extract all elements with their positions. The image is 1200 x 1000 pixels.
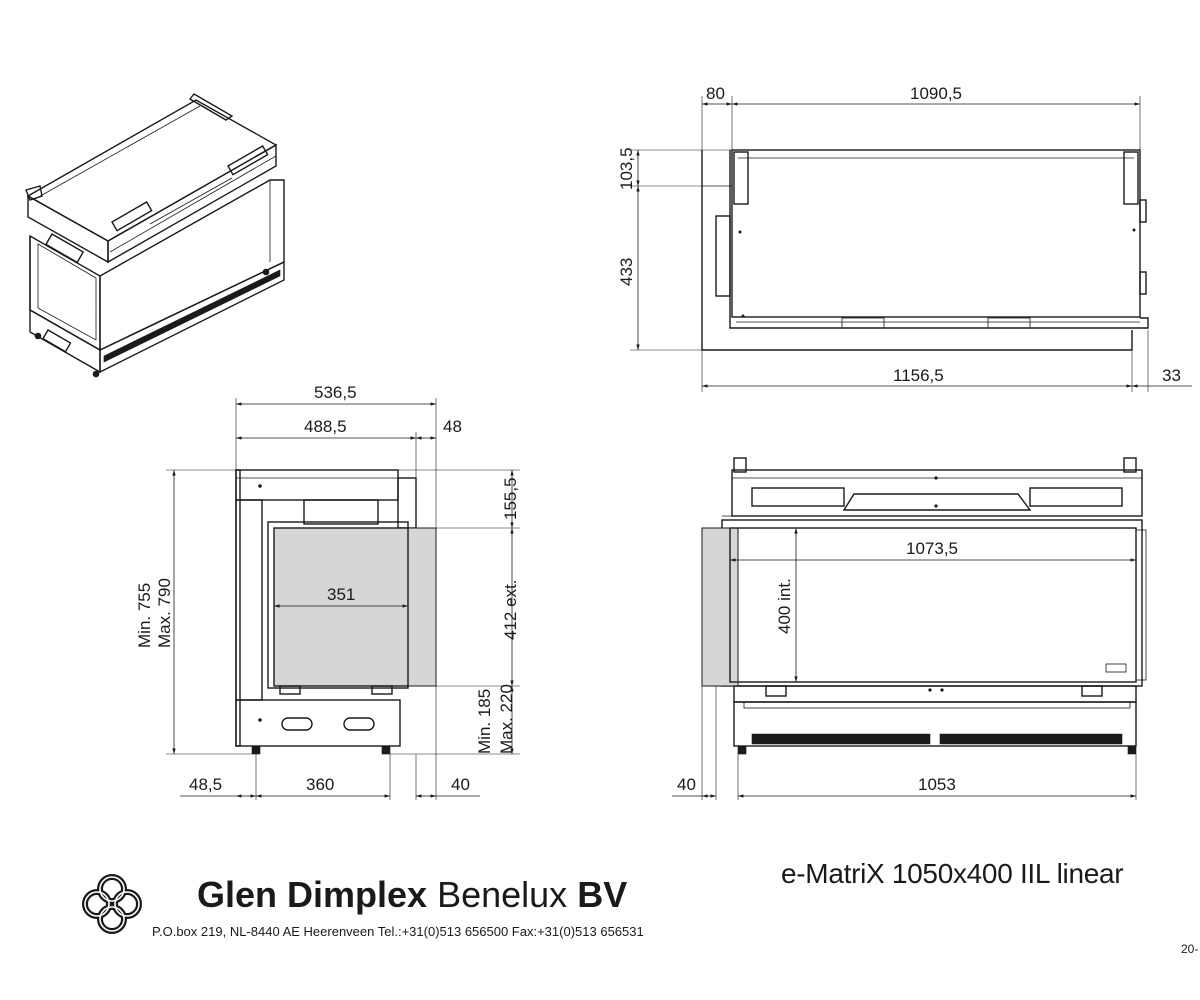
dim-side-opening-width: 351 xyxy=(327,585,355,604)
dim-side-depth: 488,5 xyxy=(304,417,347,436)
dim-front-left-offset: 40 xyxy=(677,775,696,794)
dim-side-front-foot-offset: 40 xyxy=(451,775,470,794)
front-view: 1073,5 400 int. 40 1053 xyxy=(672,457,1147,800)
dim-side-opening-ext: 412 ext. xyxy=(501,580,520,641)
dim-side-total-depth: 536,5 xyxy=(314,383,357,402)
document-number: 20- xyxy=(1181,942,1199,956)
company-name: Glen Dimplex Benelux BV xyxy=(197,874,627,916)
company-name-part-1: Glen Dimplex xyxy=(197,874,428,915)
dim-side-foot-offset: 48,5 xyxy=(189,775,222,794)
dim-side-height-max: Max. 790 xyxy=(155,578,174,648)
dim-front-glass-height: 400 int. xyxy=(775,578,794,634)
side-view: 536,5 488,5 48 351 Min. 755 Max. 790 155… xyxy=(135,383,520,800)
dim-side-base-min: Min. 185 xyxy=(475,689,494,754)
dim-top-total-width: 1156,5 xyxy=(893,366,944,385)
company-name-part-3: BV xyxy=(577,874,628,915)
top-view: 80 1090,5 103,5 433 1156,5 33 xyxy=(617,84,1192,392)
company-name-part-2: Benelux xyxy=(437,874,568,915)
dim-top-left-offset: 80 xyxy=(706,84,725,103)
dim-top-front-depth: 103,5 xyxy=(617,147,636,190)
dim-top-right-offset: 33 xyxy=(1162,366,1181,385)
dim-side-height-min: Min. 755 xyxy=(135,583,154,648)
model-title: e-MatriX 1050x400 IIL linear xyxy=(781,858,1124,889)
dim-side-foot-spacing: 360 xyxy=(306,775,334,794)
dim-top-depth: 433 xyxy=(617,258,636,286)
celtic-knot-logo-icon xyxy=(82,874,142,934)
dim-side-front-offset: 48 xyxy=(443,417,462,436)
dim-front-glass-width: 1073,5 xyxy=(906,539,958,558)
dim-side-top-height: 155,5 xyxy=(501,477,520,520)
dim-top-width: 1090,5 xyxy=(910,84,962,103)
company-address: P.O.box 219, NL-8440 AE Heerenveen Tel.:… xyxy=(152,924,644,939)
dim-front-foot-spacing: 1053 xyxy=(918,775,956,794)
isometric-view xyxy=(25,93,285,378)
dim-side-base-max: Max. 220 xyxy=(497,684,516,754)
